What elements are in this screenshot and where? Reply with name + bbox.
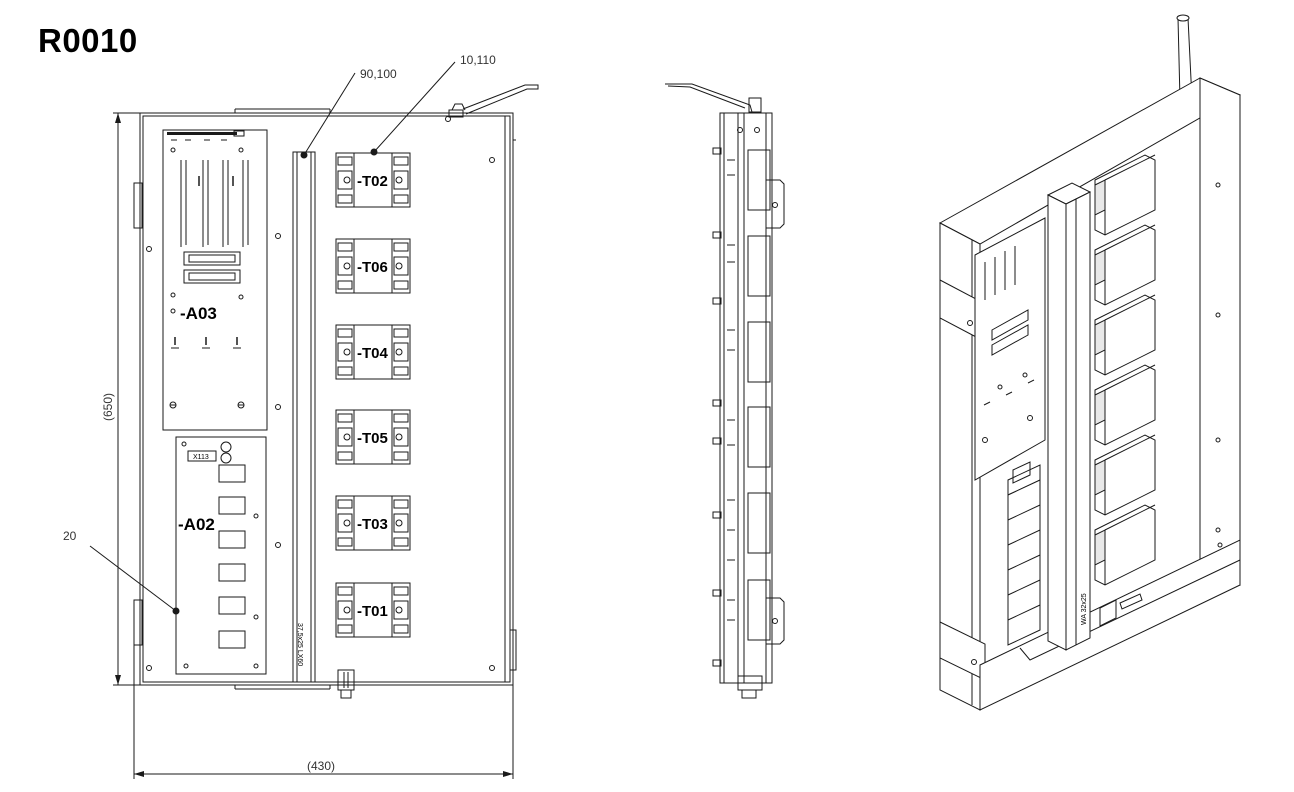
transformer-t02: -T02 xyxy=(335,152,411,208)
t05-label: -T05 xyxy=(357,430,388,447)
t01-label: -T01 xyxy=(357,603,388,620)
iso-duct-label: WA 32x25 xyxy=(1081,593,1088,625)
transformer-t04: -T04 xyxy=(335,324,411,380)
side-view xyxy=(665,83,785,699)
transformer-t01: -T01 xyxy=(335,582,411,638)
module-a03: -A03 xyxy=(162,129,268,431)
front-view: -A03 X113 -A02 37,5x25 L xyxy=(63,53,539,779)
callout-duct-label: 90,100 xyxy=(360,67,397,81)
t06-label: -T06 xyxy=(357,259,388,276)
callout-bracket-label: 20 xyxy=(63,529,77,543)
transformer-t06: -T06 xyxy=(335,238,411,294)
iso-transformers xyxy=(1094,154,1156,586)
panel-outline xyxy=(139,112,514,686)
transformer-column: -T02 -T06 -T04 xyxy=(335,152,411,638)
a02-label: -A02 xyxy=(178,515,215,534)
t04-label: -T04 xyxy=(357,345,389,362)
module-a02: X113 -A02 xyxy=(175,436,267,675)
a03-label: -A03 xyxy=(180,304,217,323)
dimension-width: (430) xyxy=(133,645,514,779)
drawing-title: R0010 xyxy=(38,22,138,59)
transformer-t05: -T05 xyxy=(335,409,411,465)
transformer-t03: -T03 xyxy=(335,495,411,551)
duct-label: 37,5x25 LX60 xyxy=(296,623,303,666)
callout-transformers-label: 10,110 xyxy=(460,53,496,67)
t03-label: -T03 xyxy=(357,516,388,533)
wire-duct: 37,5x25 LX60 xyxy=(292,151,316,683)
dimension-height-label: (650) xyxy=(101,393,115,421)
dimension-width-label: (430) xyxy=(307,759,335,773)
left-bracket-top xyxy=(133,182,143,229)
t02-label: -T02 xyxy=(357,173,388,190)
a02-tag: X113 xyxy=(193,454,209,461)
panel-inner-outline xyxy=(142,115,511,683)
callout-bracket: 20 xyxy=(63,529,180,615)
callout-transformers: 10,110 xyxy=(370,53,496,156)
isometric-view: WA 32x25 xyxy=(938,14,1242,711)
left-bracket-bottom xyxy=(133,599,143,646)
dimension-height: (650) xyxy=(101,112,140,686)
callout-duct: 90,100 xyxy=(300,67,397,159)
